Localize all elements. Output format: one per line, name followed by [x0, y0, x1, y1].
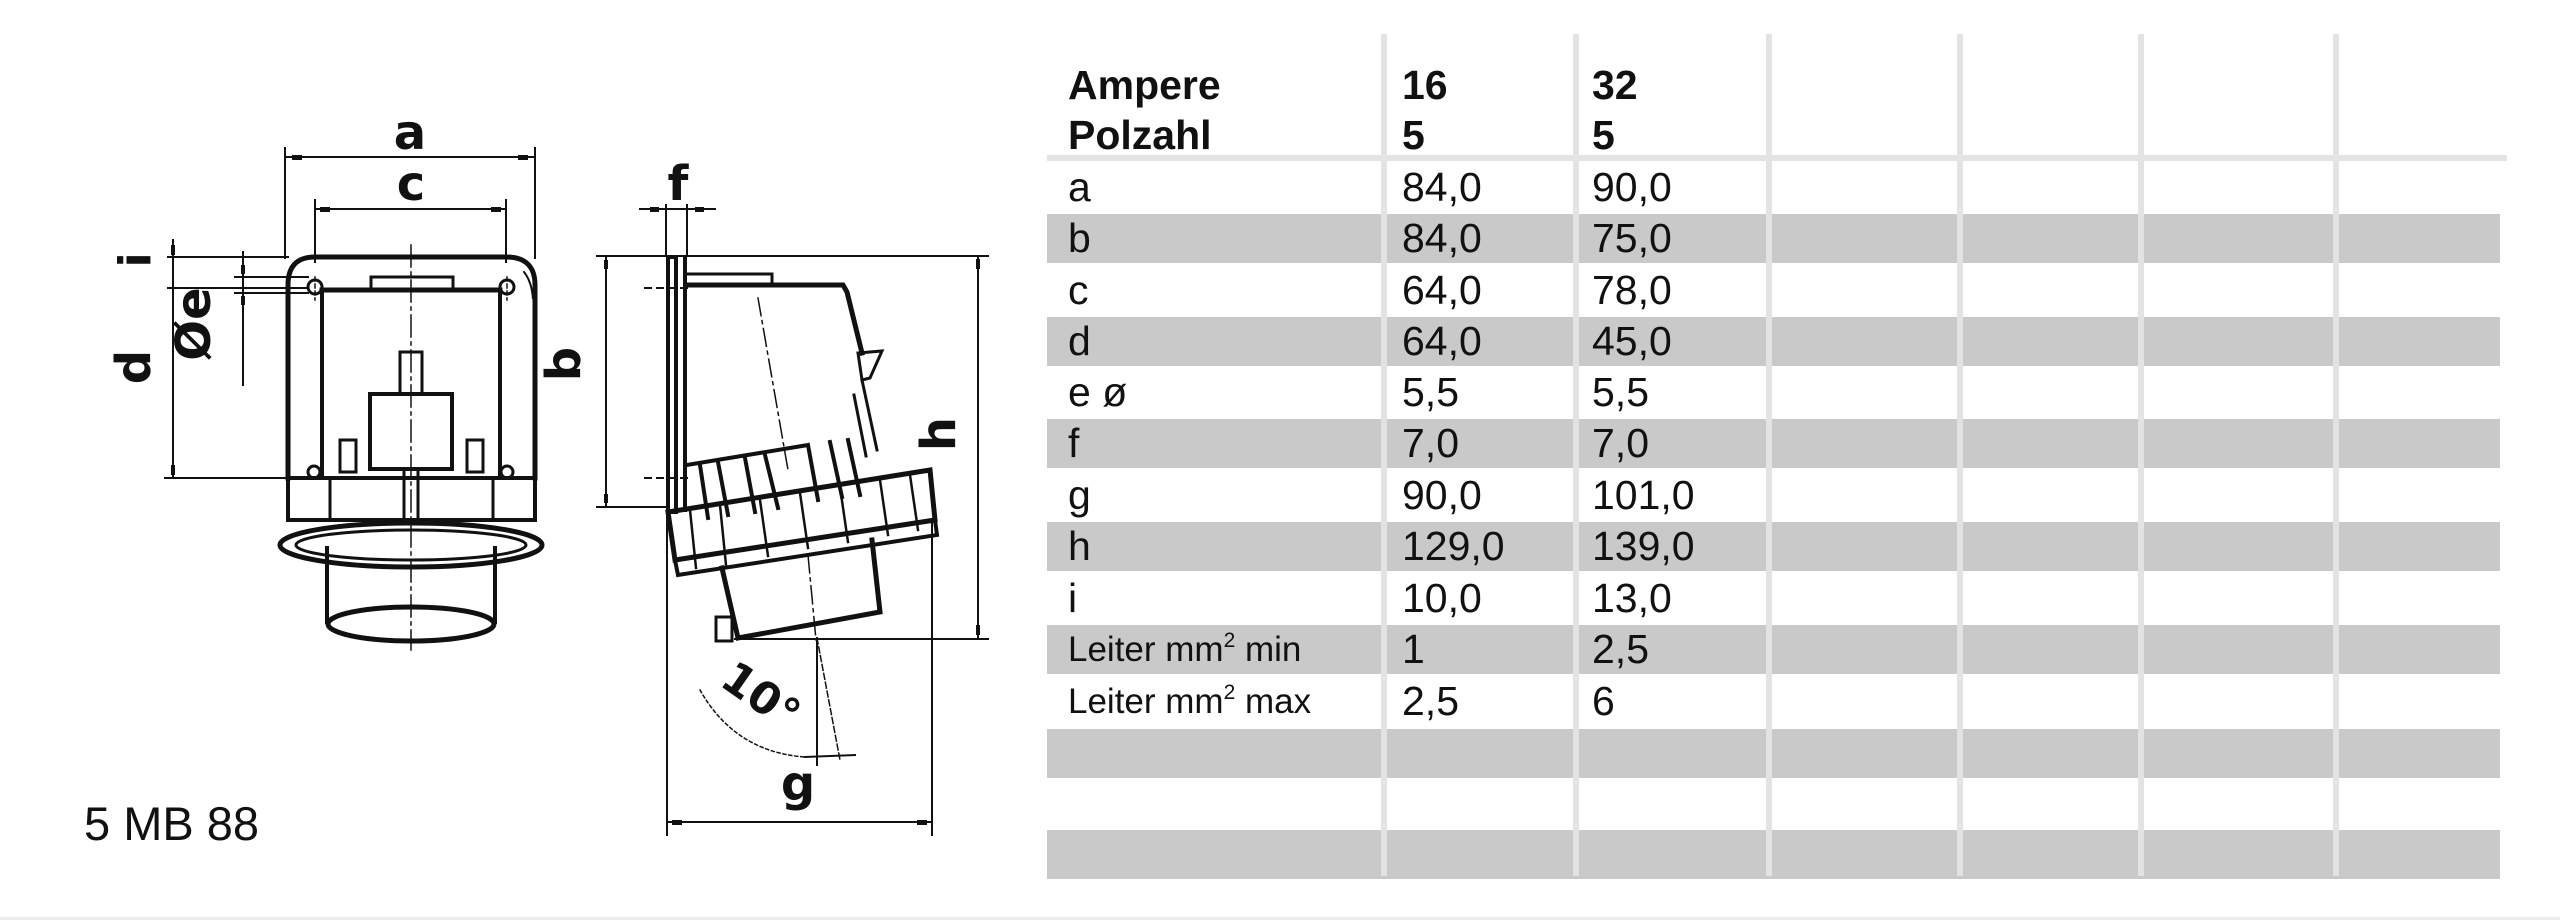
- table-row-d: d 64,0 45,0: [1047, 317, 2500, 366]
- table-row-g: g 90,0 101,0: [1047, 471, 2500, 520]
- value-32a: 75,0: [1592, 215, 1672, 261]
- row-band: [1047, 214, 2500, 263]
- table-row-empty: [1047, 830, 2500, 879]
- row-band: [1047, 830, 2500, 879]
- value-16a: 84,0: [1402, 164, 1482, 210]
- dim-label-c: c: [397, 156, 425, 212]
- front-view: a c i d Øe: [106, 105, 545, 651]
- table-row-empty: [1047, 729, 2500, 778]
- header-ampere-16: 16: [1402, 62, 1448, 108]
- column-divider: [1573, 34, 1579, 876]
- dim-label-g: g: [781, 756, 815, 812]
- row-label: e ø: [1068, 369, 1128, 415]
- row-band: [1047, 625, 2500, 674]
- value-16a: 1: [1402, 626, 1425, 672]
- value-32a: 139,0: [1592, 523, 1695, 569]
- value-32a: 13,0: [1592, 575, 1672, 621]
- value-16a: 64,0: [1402, 267, 1482, 313]
- header-ampere-label: Ampere: [1068, 62, 1221, 108]
- row-label: Leiter mm2 min: [1068, 629, 1302, 669]
- technical-drawing: a c i d Øe f: [0, 0, 1040, 920]
- table-row-e: e ø 5,5 5,5: [1047, 368, 2500, 417]
- row-band: [1047, 729, 2500, 778]
- page-bottom-border: [0, 917, 2560, 920]
- model-number: 5 MB 88: [84, 797, 260, 850]
- column-divider: [1766, 34, 1772, 876]
- table-row-i: i 10,0 13,0: [1047, 574, 2500, 623]
- table-row-h: h 129,0 139,0: [1047, 522, 2500, 571]
- header-polzahl-label: Polzahl: [1068, 112, 1212, 158]
- row-label: d: [1068, 318, 1091, 364]
- plug-dimension-drawing: a c i d Øe f: [106, 105, 989, 836]
- value-32a: 7,0: [1592, 420, 1649, 466]
- row-label: a: [1068, 164, 1091, 210]
- value-32a: 101,0: [1592, 472, 1695, 518]
- value-32a: 78,0: [1592, 267, 1672, 313]
- row-label: c: [1068, 267, 1089, 313]
- row-label: g: [1068, 472, 1091, 518]
- value-16a: 7,0: [1402, 420, 1459, 466]
- table-row-empty: [1047, 780, 2500, 829]
- table-row-f: f 7,0 7,0: [1047, 419, 2500, 468]
- value-16a: 90,0: [1402, 472, 1482, 518]
- row-label: h: [1068, 523, 1091, 569]
- header-polzahl-32: 5: [1592, 112, 1615, 158]
- value-32a: 90,0: [1592, 164, 1672, 210]
- value-32a: 5,5: [1592, 369, 1649, 415]
- row-band: [1047, 522, 2500, 571]
- column-divider: [1957, 34, 1963, 876]
- value-16a: 64,0: [1402, 318, 1482, 364]
- value-16a: 5,5: [1402, 369, 1459, 415]
- value-32a: 45,0: [1592, 318, 1672, 364]
- value-16a: 129,0: [1402, 523, 1505, 569]
- column-divider: [2138, 34, 2144, 876]
- side-view: f: [536, 156, 989, 836]
- table-row-a: a 84,0 90,0: [1047, 163, 2500, 212]
- row-label: i: [1068, 575, 1078, 621]
- dim-label-i: i: [110, 252, 161, 267]
- value-32a: 6: [1592, 678, 1615, 724]
- dimension-table: Ampere Polzahl 16 5 32 5 a 84,0 90,0 b 8…: [1047, 0, 2507, 920]
- header-ampere-32: 32: [1592, 62, 1638, 108]
- value-32a: 2,5: [1592, 626, 1649, 672]
- dim-label-b: b: [536, 347, 592, 381]
- column-divider: [2333, 34, 2339, 876]
- table-row-b: b 84,0 75,0: [1047, 214, 2500, 263]
- row-label: b: [1068, 215, 1091, 261]
- value-16a: 84,0: [1402, 215, 1482, 261]
- dim-label-e: Øe: [166, 287, 222, 360]
- column-divider: [1381, 34, 1387, 876]
- dim-label-h: h: [911, 417, 967, 451]
- table-row-leiter-max: Leiter mm2 max 2,5 6: [1047, 677, 2500, 726]
- table-row-c: c 64,0 78,0: [1047, 266, 2500, 315]
- row-label: f: [1068, 420, 1080, 466]
- dim-label-d: d: [106, 350, 162, 384]
- row-band: [1047, 419, 2500, 468]
- angle-label: 10°: [712, 652, 809, 742]
- table-row-leiter-min: Leiter mm2 min 1 2,5: [1047, 625, 2500, 674]
- value-16a: 10,0: [1402, 575, 1482, 621]
- dim-label-a: a: [394, 105, 426, 161]
- header-polzahl-16: 5: [1402, 112, 1425, 158]
- row-label: Leiter mm2 max: [1068, 681, 1312, 721]
- dim-label-f: f: [668, 156, 690, 212]
- row-band: [1047, 317, 2500, 366]
- value-16a: 2,5: [1402, 678, 1459, 724]
- header-divider: [1047, 155, 2507, 161]
